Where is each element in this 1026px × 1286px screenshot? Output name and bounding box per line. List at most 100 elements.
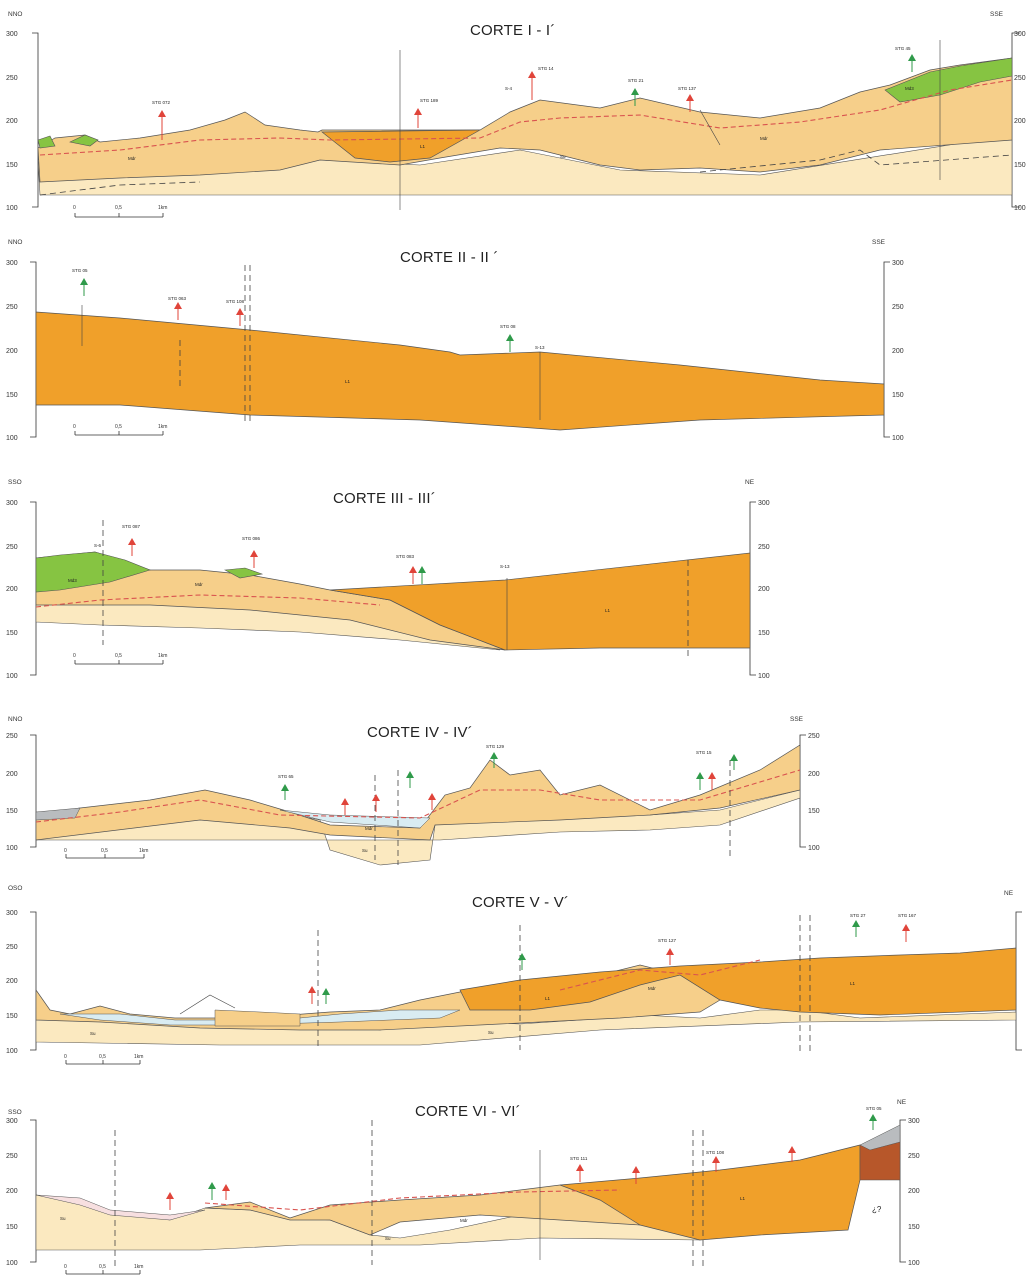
section-2-rtick-100: 100 [892,435,904,442]
section-6-left-direction: SSO [8,1109,22,1116]
section-6-scale-bar [65,1270,141,1275]
section-1-left-direction: NNO [8,11,22,18]
arrow-up-green-icon [80,278,88,296]
arrow-up-green-icon [418,566,426,584]
section-3-tick-100: 100 [6,673,18,680]
arrow-up-red-icon [128,538,136,556]
section-1-well-1: STG 072 [152,100,171,105]
section-3-scale-0: 0 [73,653,76,659]
section-3-scale-bar [74,660,164,665]
section-4-right-direction: SSE [790,716,804,723]
section-2-scale-mid: 0,5 [115,424,122,430]
section-1-label-mdr2: Mdr [760,136,768,141]
section-1-faults [399,40,941,210]
section-6-label-question: ¿? [872,1205,882,1214]
section-2-well-4: STG 08 [500,324,516,329]
section-2-title: CORTE II - II ´ [400,249,499,266]
section-6-rtick-250: 250 [908,1153,920,1160]
section-2-rtick-200: 200 [892,348,904,355]
section-4-grey-layer [35,807,81,821]
section-5-label-l1: L1 [545,996,551,1001]
section-5-tick-100: 100 [6,1048,18,1055]
section-3-well-2: STG 086 [242,536,261,541]
section-3-title: CORTE III - III´ [333,490,436,507]
section-5-well-2: STG 27 [850,913,866,918]
section-1-scale-bar [74,213,164,218]
section-6-label-l1: L1 [740,1196,746,1201]
section-2-boreholes [81,305,541,420]
section-6-faults [114,1120,704,1270]
section-4-left-axis [30,734,37,848]
section-5-label-l1b: L1 [850,981,856,986]
section-3-scale-end: 1km [158,653,167,659]
section-2-left-direction: NNO [8,239,22,246]
section-4-well-3: STG 15 [696,750,712,755]
section-4-tick-200: 200 [6,771,18,778]
section-1-scale-0: 0 [73,205,76,211]
arrow-up-green-icon [730,754,738,770]
arrow-up-green-icon [852,920,860,937]
section-2-well-1: STG 05 [72,268,88,273]
section-5-scale-mid: 0,5 [99,1054,106,1060]
arrow-up-green-icon [518,953,526,970]
section-4-rtick-200: 200 [808,771,820,778]
arrow-up-red-icon [236,308,244,326]
section-1-left-axis [32,32,39,208]
section-5-right-axis [1015,911,1022,1051]
section-3-label-s6: S-6 [94,543,102,548]
section-1-label-l1: L1 [420,144,426,149]
section-4-mdr-layer [35,744,801,841]
section-2-rtick-150: 150 [892,392,904,399]
arrow-up-green-icon [908,54,916,72]
arrow-up-red-icon [528,71,536,100]
arrow-up-red-icon [341,798,349,815]
arrow-up-red-icon [708,772,716,790]
section-1-rtick-300: 300 [1014,31,1026,38]
section-6-label-su2: Su [385,1236,391,1241]
arrow-up-red-icon [372,794,380,812]
section-6-label-su: Su [60,1216,66,1221]
section-4-faults [374,760,731,865]
section-3-well-3: STG 083 [396,554,415,559]
section-3-faults [102,520,689,660]
section-6-pink-dots [35,1194,206,1221]
section-6-scale-end: 1km [134,1264,143,1270]
section-6-rtick-300: 300 [908,1118,920,1125]
section-1-well-4: STG 21 [628,78,644,83]
section-3-left-direction: SSO [8,479,22,486]
section-3-tick-300: 300 [6,500,18,507]
section-5-mdr-small [214,1009,301,1027]
section-1-scale-mid: 0,5 [115,205,122,211]
section-1-well-3: STG 14 [538,66,554,71]
section-1-label-s4: S-4 [505,86,513,91]
section-2-tick-150: 150 [6,392,18,399]
section-4-label-su: Su [362,848,368,853]
section-6-tick-200: 200 [6,1188,18,1195]
section-5-left-direction: OSO [8,885,22,892]
section-4-scale-mid: 0,5 [101,848,108,854]
section-4-right-axis [799,734,806,848]
section-6-rtick-200: 200 [908,1188,920,1195]
section-2: NNO SSE CORTE II - II ´ 300 250 200 150 … [6,239,904,442]
section-2-scale-end: 1km [158,424,167,430]
section-5-faults [317,915,811,1055]
arrow-up-red-icon [666,948,674,965]
arrow-up-green-icon [406,771,414,788]
section-4-rtick-250: 250 [808,733,820,740]
arrow-up-red-icon [414,108,422,128]
arrow-up-green-icon [208,1182,216,1200]
section-4-scale-end: 1km [139,848,148,854]
arrow-up-red-icon [174,302,182,320]
arrow-up-red-icon [632,1166,640,1184]
section-2-right-axis [883,261,890,438]
section-5-title: CORTE V - V´ [472,894,569,911]
section-5-tick-300: 300 [6,910,18,917]
arrow-up-red-icon [308,986,316,1004]
section-3-rtick-300: 300 [758,500,770,507]
arrow-up-red-icon [788,1146,796,1162]
section-3-label-mdr: Mdr [195,582,203,587]
section-2-tick-100: 100 [6,435,18,442]
section-6-tick-150: 150 [6,1224,18,1231]
section-5-scale-0: 0 [64,1054,67,1060]
